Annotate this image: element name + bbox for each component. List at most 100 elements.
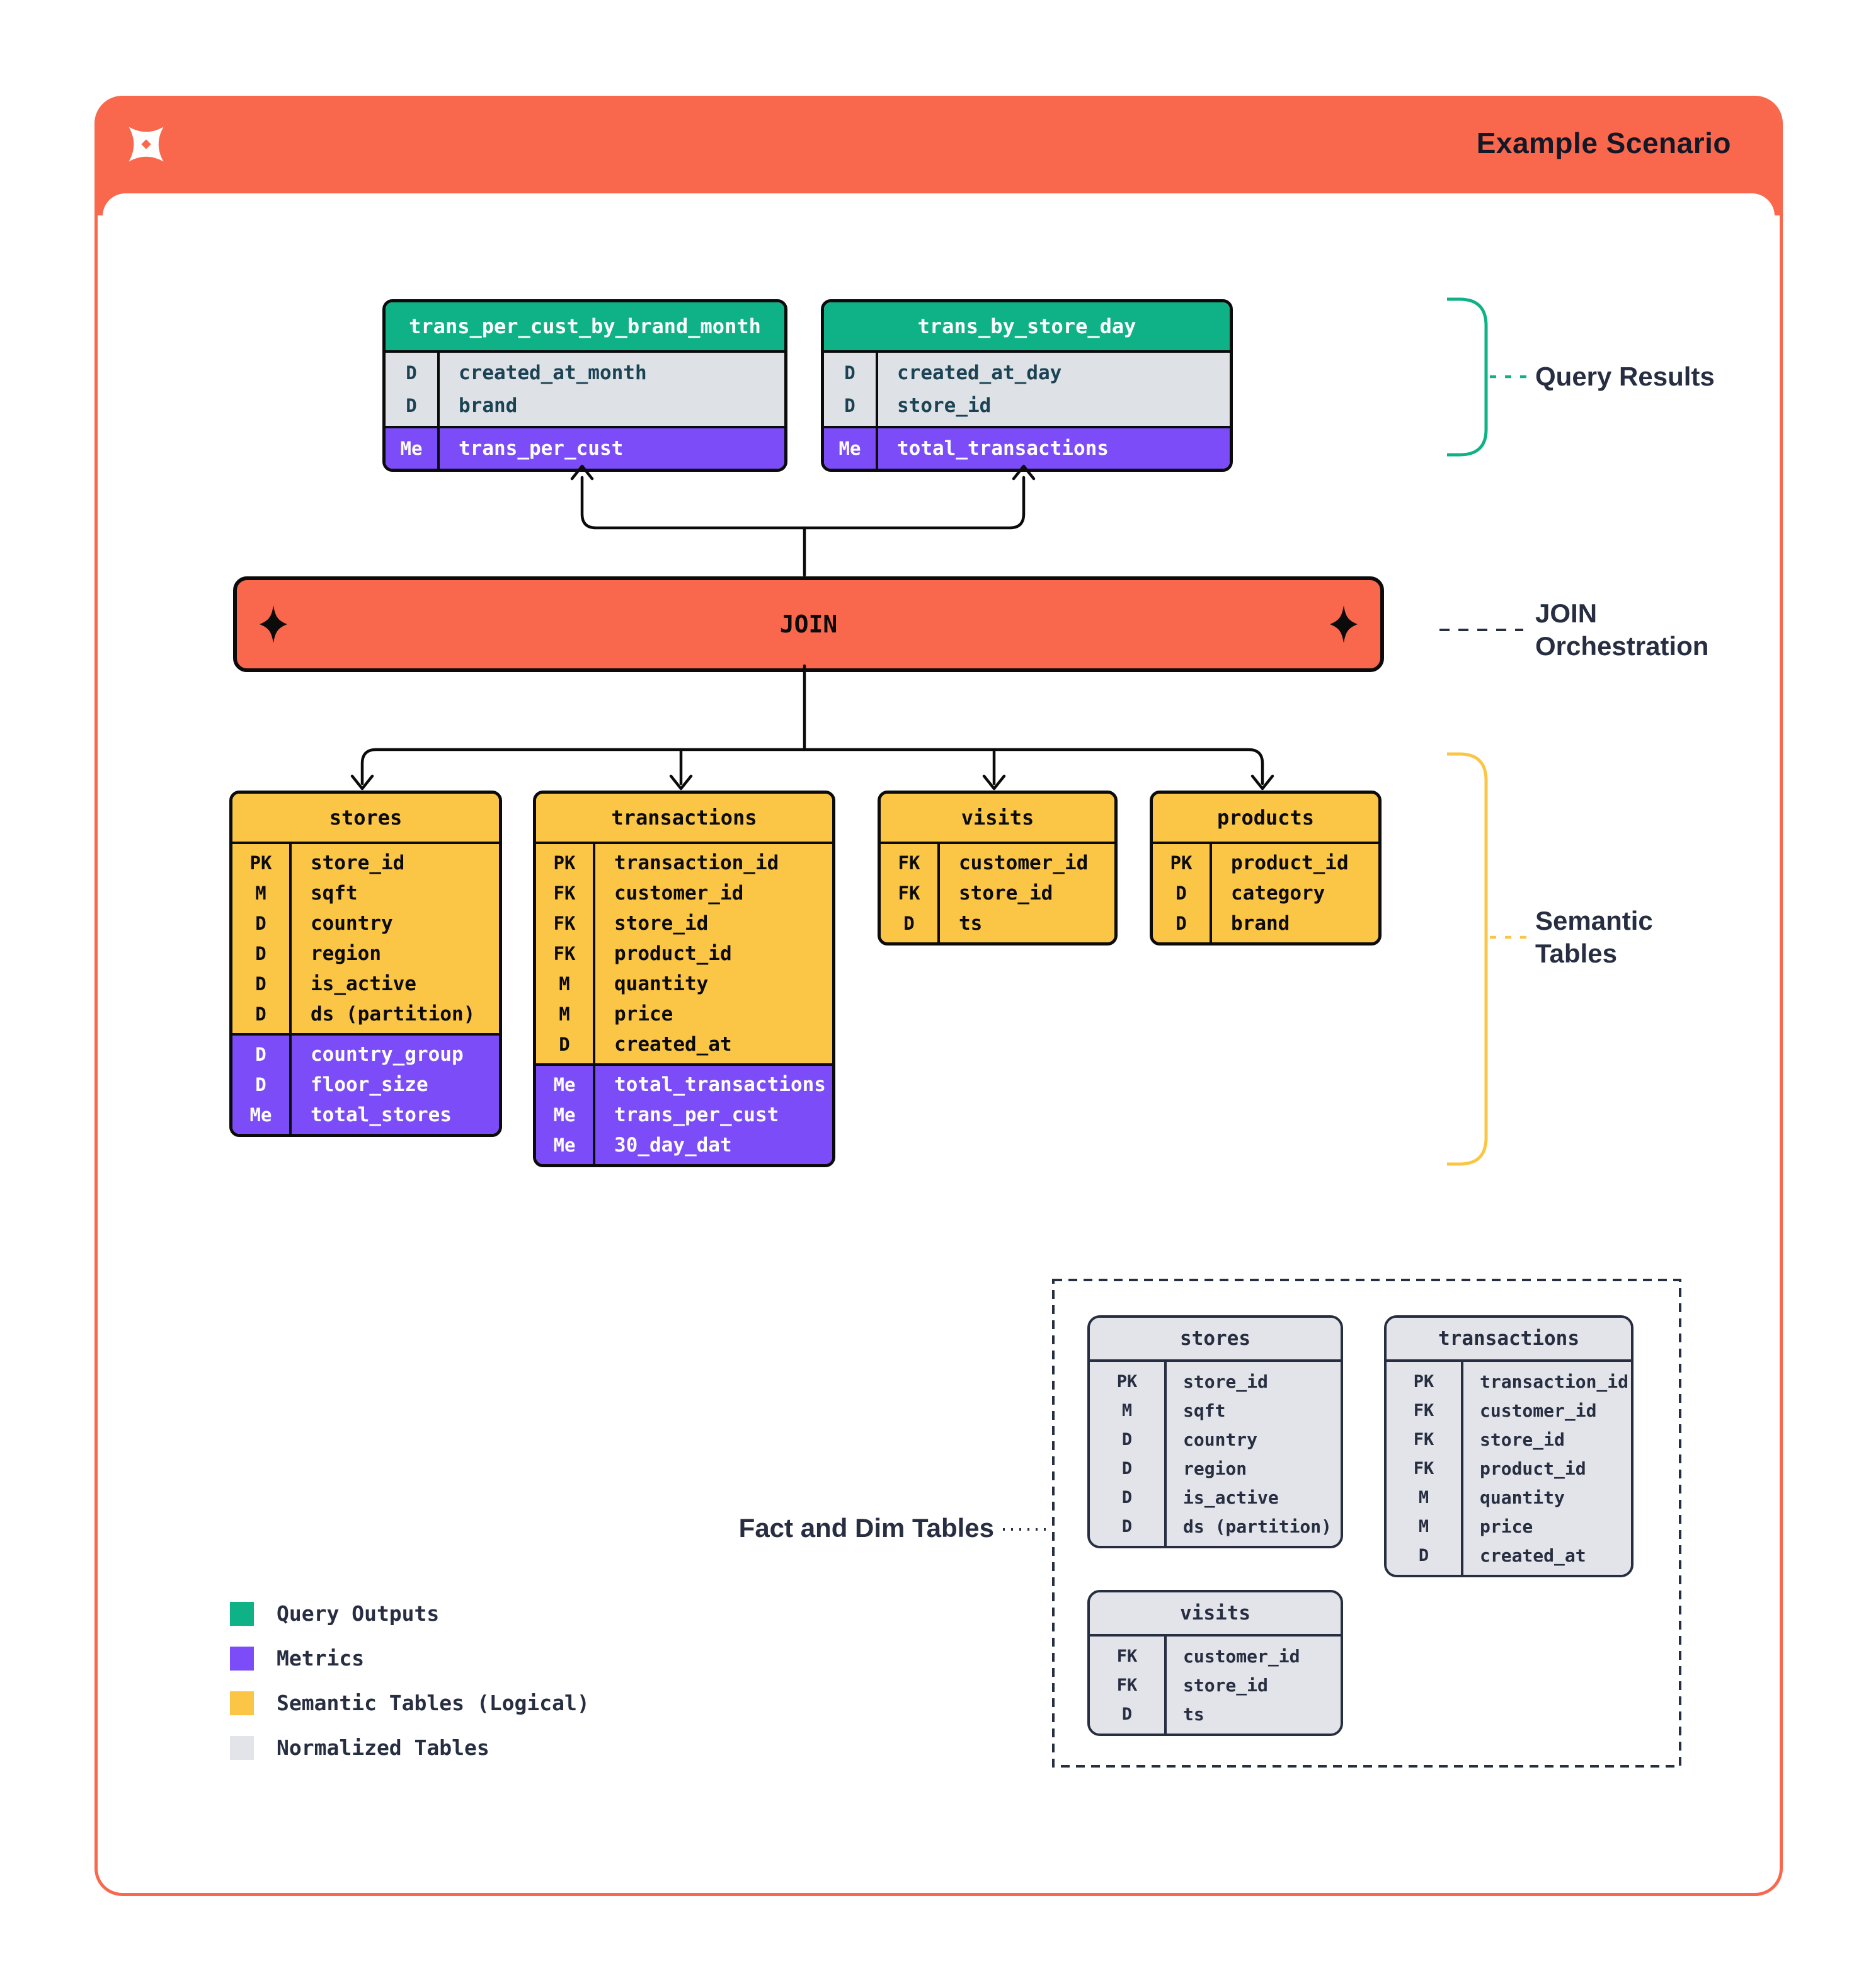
table-row: FK store_id — [1090, 1671, 1341, 1700]
table-title: transactions — [536, 794, 832, 844]
field-key: D — [1418, 1545, 1429, 1565]
legend-label: Metrics — [277, 1646, 365, 1671]
query-table-trans-by-store-day: trans_by_store_day D created_at_day D st… — [821, 299, 1233, 472]
field-name: ts — [959, 912, 983, 935]
field-key: D — [255, 1003, 266, 1025]
field-name: trans_per_cust — [459, 437, 624, 460]
semantic-table-products: products PK product_id D category D bran… — [1150, 791, 1382, 945]
field-name: created_at_month — [459, 362, 647, 384]
field-key: D — [1176, 883, 1187, 904]
table-row: D region — [1090, 1454, 1341, 1483]
field-name: store_id — [1183, 1371, 1268, 1392]
field-key: D — [406, 362, 417, 384]
field-name: created_at — [614, 1033, 732, 1056]
field-key: FK — [553, 943, 576, 964]
field-name: created_at_day — [897, 362, 1062, 384]
field-key: FK — [553, 913, 576, 934]
field-key: D — [903, 913, 915, 934]
field-name: quantity — [614, 973, 709, 995]
legend: Query Outputs Metrics Semantic Tables (L… — [230, 1591, 590, 1770]
field-name: store_id — [897, 394, 992, 417]
field-name: quantity — [1480, 1487, 1565, 1508]
field-key: D — [1176, 913, 1187, 934]
field-name: region — [1183, 1458, 1247, 1479]
field-rows: PK product_id D category D brand — [1153, 844, 1378, 942]
field-key: M — [1121, 1400, 1133, 1420]
table-title: transactions — [1387, 1318, 1631, 1362]
table-row: PK store_id — [232, 848, 499, 878]
table-row: PK store_id — [1090, 1367, 1341, 1396]
field-key: D — [844, 362, 855, 384]
legend-label: Semantic Tables (Logical) — [277, 1691, 590, 1715]
field-key: D — [559, 1034, 570, 1055]
x-star-logo-icon — [129, 127, 164, 162]
field-name: sqft — [311, 882, 358, 905]
field-name: transaction_id — [1480, 1371, 1629, 1392]
annotation-semantic-tables: Semantic Tables — [1535, 905, 1653, 970]
field-name: product_id — [614, 942, 732, 965]
field-rows: PK transaction_id FK customer_id FK stor… — [536, 844, 832, 1063]
field-name: 30_day_dat — [614, 1134, 732, 1157]
metric-rows: Me total_transactions Me trans_per_cust … — [536, 1063, 832, 1164]
join-label: JOIN — [779, 610, 838, 638]
field-key: M — [559, 1003, 570, 1025]
field-key: M — [1418, 1487, 1429, 1507]
field-key: M — [255, 883, 266, 904]
field-key: D — [255, 943, 266, 964]
table-row: M price — [536, 999, 832, 1029]
field-name: total_stores — [311, 1104, 452, 1126]
field-name: store_id — [1183, 1674, 1268, 1696]
annotation-line: Orchestration — [1535, 631, 1709, 661]
field-name: product_id — [1231, 852, 1349, 874]
field-key: PK — [249, 852, 272, 874]
legend-swatch — [230, 1601, 254, 1626]
annotation-line: Semantic — [1535, 906, 1653, 935]
semantic-table-stores: stores PK store_id M sqft D country D re… — [229, 791, 502, 1137]
field-rows: FK customer_id FK store_id D ts — [1090, 1637, 1341, 1734]
table-row: D ts — [881, 908, 1114, 939]
table-title: visits — [1090, 1592, 1341, 1637]
field-key: FK — [898, 852, 920, 874]
table-row: D brand — [386, 389, 784, 422]
field-name: store_id — [614, 912, 709, 935]
field-key: Me — [553, 1134, 576, 1156]
field-rows: PK transaction_id FK customer_id FK stor… — [1387, 1362, 1631, 1575]
table-title: trans_by_store_day — [824, 302, 1230, 353]
field-key: FK — [1413, 1400, 1434, 1420]
legend-item: Semantic Tables (Logical) — [230, 1681, 590, 1725]
legend-label: Normalized Tables — [277, 1735, 489, 1760]
legend-label: Query Outputs — [277, 1601, 440, 1626]
field-key: D — [255, 973, 266, 995]
table-row: Me trans_per_cust — [386, 432, 784, 465]
table-row: D is_active — [1090, 1483, 1341, 1512]
field-key: D — [1121, 1458, 1133, 1478]
table-row: D is_active — [232, 969, 499, 999]
field-name: trans_per_cust — [614, 1104, 779, 1126]
table-row: D created_at — [1387, 1541, 1631, 1570]
semantic-table-transactions: transactions PK transaction_id FK custom… — [533, 791, 835, 1167]
annotation-query-results: Query Results — [1535, 362, 1715, 391]
table-title: stores — [232, 794, 499, 844]
field-rows: FK customer_id FK store_id D ts — [881, 844, 1114, 942]
field-name: customer_id — [1183, 1645, 1300, 1667]
table-title: stores — [1090, 1318, 1341, 1362]
field-name: is_active — [311, 973, 416, 995]
table-row: Me total_stores — [232, 1100, 499, 1130]
table-row: D ts — [1090, 1700, 1341, 1728]
table-row: FK store_id — [536, 908, 832, 939]
table-row: M price — [1387, 1512, 1631, 1541]
metric-rows: Me trans_per_cust — [386, 426, 784, 469]
table-row: D floor_size — [232, 1070, 499, 1100]
field-rows: PK store_id M sqft D country D region D … — [1090, 1362, 1341, 1546]
field-name: customer_id — [614, 882, 744, 905]
field-name: region — [311, 942, 381, 965]
table-row: FK product_id — [536, 939, 832, 969]
field-name: price — [614, 1003, 673, 1025]
table-row: D brand — [1153, 908, 1378, 939]
table-row: FK customer_id — [881, 848, 1114, 878]
legend-item: Normalized Tables — [230, 1725, 590, 1770]
field-name: store_id — [311, 852, 405, 874]
field-key: FK — [898, 883, 920, 904]
table-title: products — [1153, 794, 1378, 844]
field-name: customer_id — [1480, 1400, 1597, 1421]
